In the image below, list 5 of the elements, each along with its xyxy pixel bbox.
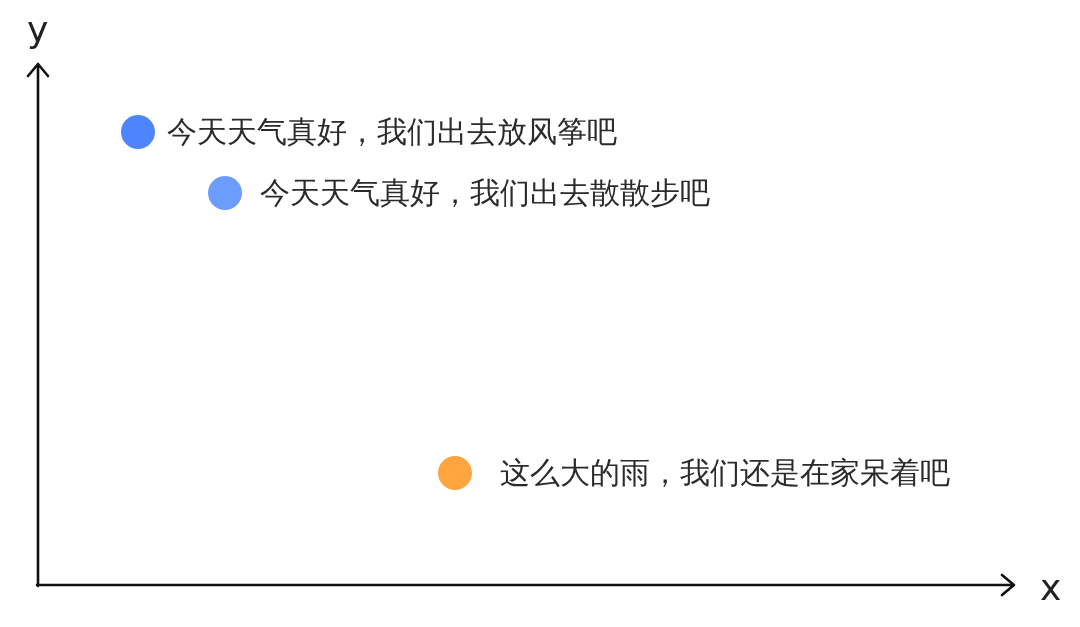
axis-label: y bbox=[27, 12, 49, 48]
sentence-label: 这么大的雨，我们还是在家呆着吧 bbox=[500, 455, 950, 491]
sentence-label: 今天天气真好，我们出去散散步吧 bbox=[260, 175, 710, 211]
axis-label: x bbox=[1040, 570, 1062, 606]
sentence-label: 今天天气真好，我们出去放风筝吧 bbox=[167, 114, 617, 150]
